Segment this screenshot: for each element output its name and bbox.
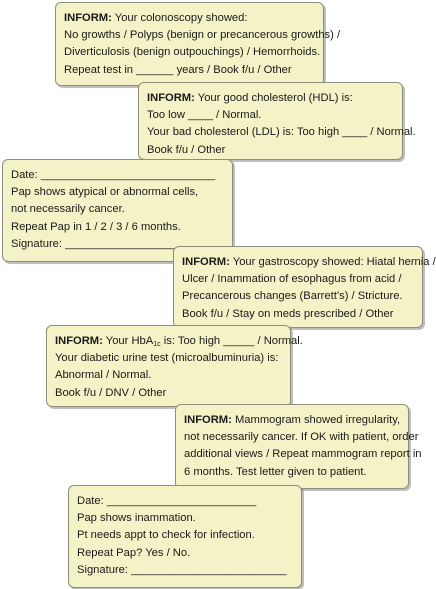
note-line: Pap shows atypical or abnormal cells, — [11, 186, 199, 199]
note-line: INFORM: Your gastroscopy showed: Hiatal … — [182, 254, 436, 271]
note-line: 6 months. Test letter given to patient. — [184, 465, 367, 478]
note-line: Your diabetic urine test (microalbuminur… — [55, 352, 279, 365]
signature-line: Signature: _________________________ — [77, 563, 287, 576]
note-line: Pap shows inammation. — [77, 512, 196, 525]
note-text: Mammogram showed irregularity, — [231, 414, 401, 426]
note-line: Abnormal / Normal. — [55, 369, 152, 382]
note-line: Repeat Pap in 1 / 2 / 3 / 6 months. — [11, 220, 181, 233]
note-text: Your gastroscopy showed: Hiatal hernia / — [229, 256, 436, 268]
note-line: Precancerous changes (Barrett’s) / Stric… — [182, 290, 403, 303]
note-text: Your good cholesterol (HDL) is: — [194, 92, 353, 104]
inform-label: INFORM: — [55, 335, 103, 347]
note-line: Repeat Pap? Yes / No. — [77, 546, 191, 559]
note-text: Your HbA — [102, 335, 154, 347]
inform-label: INFORM: — [182, 256, 230, 268]
note-line: Book f/u / Stay on meds prescribed / Oth… — [182, 307, 394, 320]
note-line: Book f/u / Other — [147, 143, 226, 156]
note-line: No growths / Polyps (benign or precancer… — [64, 29, 341, 42]
note-line: additional views / Repeat mammogram repo… — [184, 448, 422, 461]
hba1c-subscript: 1c — [153, 341, 161, 348]
signature-line: Signature: _________________________ — [11, 237, 221, 250]
note-line: Your bad cholesterol (LDL) is: Too high … — [147, 126, 416, 139]
note-line: INFORM: Your good cholesterol (HDL) is: — [147, 90, 394, 107]
diabetes-note: INFORM: Your HbA1c is: Too high _____ / … — [46, 325, 303, 407]
note-line: Pt needs appt to check for infection. — [77, 529, 255, 542]
colonoscopy-note: INFORM: Your colonoscopy showed: No grow… — [55, 2, 341, 86]
note-line: INFORM: Your HbA1c is: Too high _____ / … — [55, 333, 303, 350]
note-line: Diverticulosis (benign outpouchings) / H… — [64, 46, 321, 59]
inform-label: INFORM: — [147, 92, 195, 104]
note-line: INFORM: Mammogram showed irregularity, — [184, 412, 400, 429]
note-line: Book f/u / DNV / Other — [55, 386, 167, 399]
date-line: Date: ____________________________ — [11, 169, 216, 181]
abnormal-pap-note: Date: ____________________________ Pap s… — [2, 159, 233, 262]
note-line: Repeat test in ______ years / Book f/u /… — [64, 63, 292, 76]
inflammation-pap-note: Date: ________________________ Pap shows… — [68, 485, 302, 588]
date-line: Date: ________________________ — [77, 495, 257, 507]
note-text: Your colonoscopy showed: — [111, 12, 248, 24]
note-text: is: Too high _____ / Normal. — [160, 335, 303, 347]
inform-label: INFORM: — [64, 12, 112, 24]
note-line: Ulcer / Inammation of esophagus from aci… — [182, 273, 402, 286]
note-line: Too low ____ / Normal. — [147, 109, 262, 122]
cholesterol-note: INFORM: Your good cholesterol (HDL) is: … — [138, 82, 416, 160]
note-line: not necessarily cancer. If OK with patie… — [184, 431, 419, 444]
mammogram-note: INFORM: Mammogram showed irregularity, n… — [175, 404, 422, 489]
gastroscopy-note: INFORM: Your gastroscopy showed: Hiatal … — [173, 246, 436, 328]
note-line: not necessarily cancer. — [11, 203, 125, 216]
inform-label: INFORM: — [184, 414, 232, 426]
note-line: INFORM: Your colonoscopy showed: — [64, 10, 315, 27]
